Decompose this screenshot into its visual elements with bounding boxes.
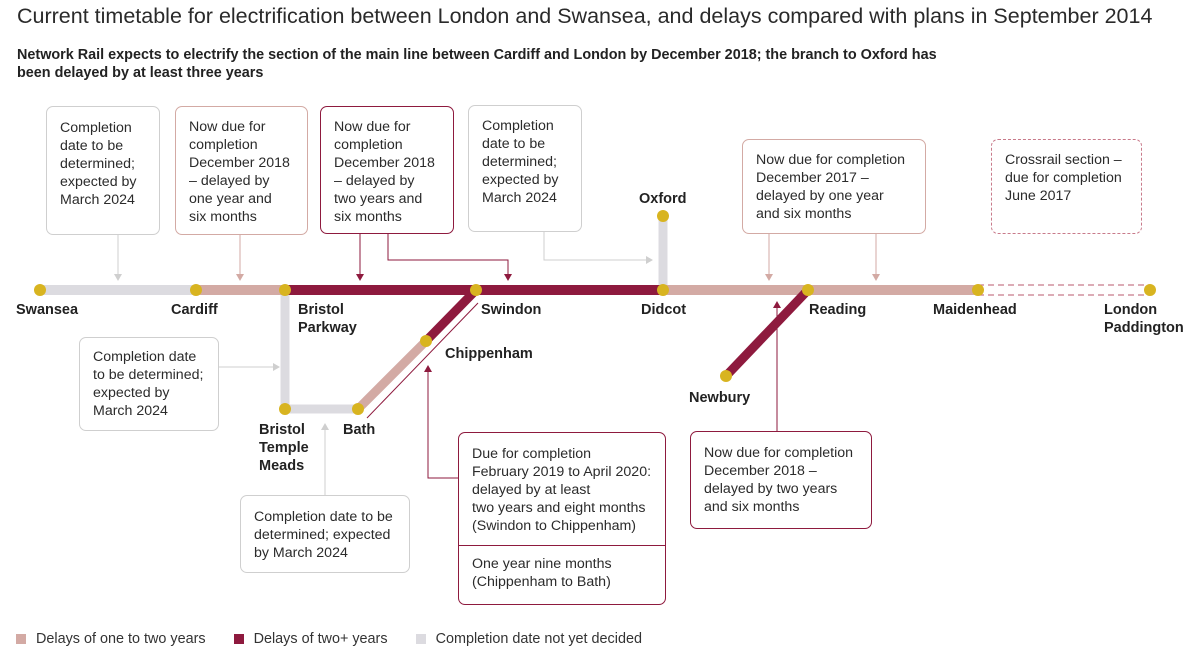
dot-swansea [34,284,46,296]
station-didcot: Didcot [641,302,687,318]
note-temple-meads-bath: Completion date to be determined; expect… [240,495,410,573]
station-newbury: Newbury [689,390,751,406]
note-didcot-reading: Now due for completion December 2017 – d… [742,139,926,234]
dot-london-paddington [1144,284,1156,296]
note-swindon-bath: Due for completion February 2019 to Apri… [458,432,666,605]
station-bristol-parkway: Bristol Parkway [298,302,357,336]
segment-bath-chippenham [354,337,430,413]
dot-reading [802,284,814,296]
dot-maidenhead [972,284,984,296]
station-chippenham: Chippenham [445,346,533,362]
page-subtitle: Network Rail expects to electrify the se… [17,47,937,81]
station-dots [34,210,1156,415]
legend-item-two-plus: Delays of two+ years [233,631,388,647]
legend: Delays of one to two years Delays of two… [16,631,666,648]
segment-reading-newbury [722,286,812,380]
dot-cardiff [190,284,202,296]
station-london-paddington: London Paddington [1104,302,1184,336]
station-swansea: Swansea [16,302,79,318]
station-cardiff: Cardiff [171,302,218,318]
note-parkway-swindon: Now due for completion December 2018 – d… [320,106,454,234]
note-swindon-didcot: Completion date to be determined; expect… [468,105,582,232]
dot-swindon [470,284,482,296]
segment-chippenham-swindon [422,286,480,345]
dot-didcot [657,284,669,296]
dot-bristol-temple-meads [279,403,291,415]
note-divider [459,545,665,546]
dot-bristol-parkway [279,284,291,296]
dot-bath [352,403,364,415]
note-crossrail: Crossrail section – due for completion J… [991,139,1142,234]
note-swindon-chippenham: Due for completion February 2019 to Apri… [472,446,652,534]
legend-swatch-one-to-two [16,634,26,644]
legend-item-one-to-two: Delays of one to two years [16,631,206,647]
note-chippenham-bath: One year nine months (Chippenham to Bath… [472,556,612,590]
station-bristol-temple-meads: Bristol Temple Meads [259,422,309,474]
segment-crossrail [978,284,1150,296]
station-reading: Reading [809,302,867,318]
station-bath: Bath [343,422,376,438]
dot-oxford [657,210,669,222]
station-oxford: Oxford [639,191,687,207]
legend-item-undecided: Completion date not yet decided [415,631,642,647]
station-maidenhead: Maidenhead [933,302,1017,318]
note-cardiff-parkway: Now due for completion December 2018 – d… [175,106,308,235]
connectors [114,232,880,495]
legend-swatch-two-plus [233,634,244,644]
station-swindon: Swindon [481,302,542,318]
note-reading-newbury: Now due for completion December 2018 – d… [690,431,872,529]
note-swansea-cardiff: Completion date to be determined; expect… [46,106,160,235]
legend-swatch-undecided [415,634,426,644]
dot-chippenham [420,335,432,347]
page-title: Current timetable for electrification be… [17,4,1153,28]
dot-newbury [720,370,732,382]
note-parkway-temple-meads: Completion date to be determined; expect… [79,337,219,431]
